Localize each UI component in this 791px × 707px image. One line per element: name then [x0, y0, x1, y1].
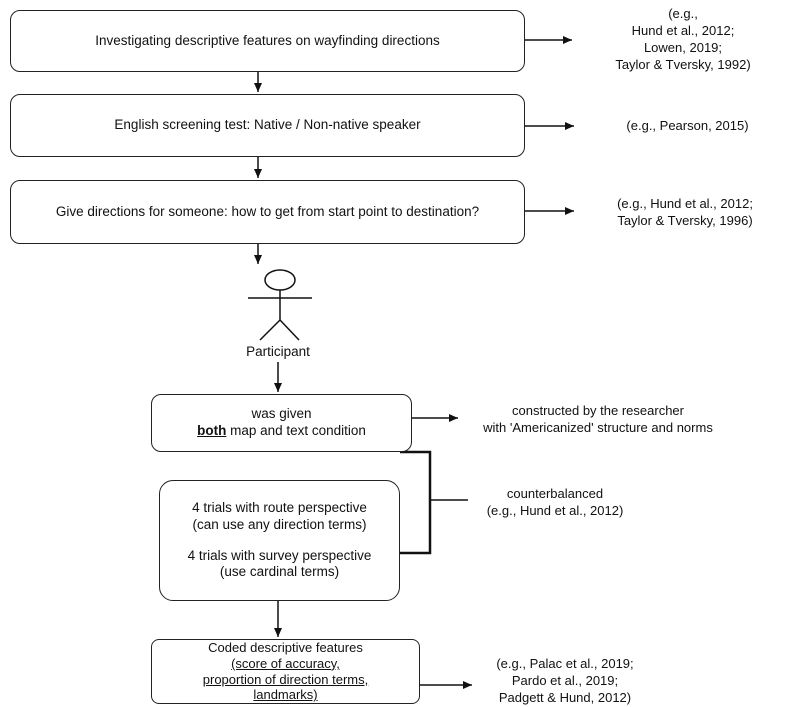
step-give-directions-text: Give directions for someone: how to get …	[55, 203, 480, 219]
ref-line: Taylor & Tversky, 1992)	[615, 56, 751, 72]
step-screening-box: English screening test: Native / Non-nat…	[10, 94, 525, 157]
ref-line: Lowen, 2019;	[643, 39, 723, 55]
trials-survey-line1: 4 trials with survey perspective	[187, 547, 372, 563]
coded-line1: Coded descriptive features	[208, 640, 363, 656]
coded-line4: landmarks)	[253, 687, 318, 703]
step-given-line2: both map and text condition	[197, 423, 366, 438]
ref-line: counterbalanced	[506, 486, 604, 501]
step-screening-text: English screening test: Native / Non-nat…	[114, 117, 421, 133]
step-investigating-text: Investigating descriptive features on wa…	[95, 32, 440, 48]
both-emphasis: both	[197, 423, 227, 438]
ref-investigating: (e.g., Hund et al., 2012; Lowen, 2019; T…	[578, 6, 788, 74]
trials-route-line1: 4 trials with route perspective	[192, 499, 367, 515]
participant-label: Participant	[246, 344, 310, 359]
participant-figure	[248, 269, 312, 341]
ref-give-directions: (e.g., Hund et al., 2012; Taylor & Tvers…	[580, 196, 790, 230]
step-trials-box: 4 trials with route perspective (can use…	[159, 480, 400, 601]
coded-line3: proportion of direction terms,	[202, 671, 369, 687]
trials-route-line2: (can use any direction terms)	[192, 516, 367, 532]
ref-coded: (e.g., Palac et al., 2019; Pardo et al.,…	[470, 656, 660, 707]
step-investigating-box: Investigating descriptive features on wa…	[10, 10, 525, 72]
ref-line: Padgett & Hund, 2012)	[498, 689, 632, 705]
ref-line: with 'Americanized' structure and norms	[483, 419, 713, 435]
ref-line: Pardo et al., 2019;	[511, 672, 619, 688]
participant-head	[264, 269, 296, 291]
ref-line: Hund et al., 2012;	[631, 22, 735, 38]
trials-survey-line2: (use cardinal terms)	[219, 564, 340, 580]
ref-constructed: constructed by the researcher with 'Amer…	[438, 403, 758, 437]
ref-line: (e.g., Hund et al., 2012)	[486, 502, 624, 518]
ref-line: Taylor & Tversky, 1996)	[617, 212, 753, 228]
step-give-directions-box: Give directions for someone: how to get …	[10, 180, 525, 244]
coded-line2: (score of accuracy,	[231, 655, 340, 671]
ref-counterbalanced: counterbalanced (e.g., Hund et al., 2012…	[460, 486, 650, 520]
step-coded-box: Coded descriptive features (score of acc…	[151, 639, 420, 704]
step-given-line1: was given	[251, 406, 312, 422]
ref-line: constructed by the researcher	[512, 403, 684, 418]
ref-screening: (e.g., Pearson, 2015)	[626, 118, 749, 133]
ref-line: (e.g., Palac et al., 2019;	[496, 656, 634, 671]
ref-line: (e.g.,	[668, 6, 698, 21]
counterbalance-bracket	[398, 450, 432, 555]
step-given-box: was given both map and text condition	[151, 394, 412, 452]
ref-line: (e.g., Hund et al., 2012;	[617, 196, 753, 211]
